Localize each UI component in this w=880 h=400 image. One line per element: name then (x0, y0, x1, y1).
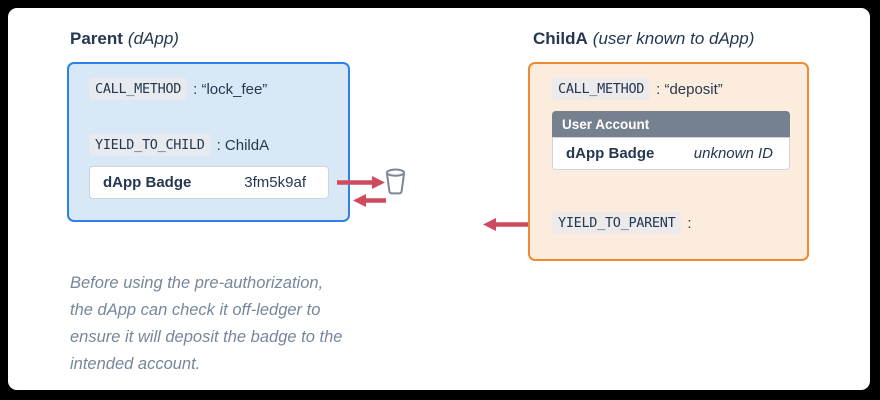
call-method-chip: CALL_METHOD (89, 78, 188, 100)
child-box: CALL_METHOD : “deposit” User Account dAp… (528, 62, 809, 261)
child-call-method-line: CALL_METHOD : “deposit” (552, 78, 723, 100)
parent-box: CALL_METHOD : “lock_fee” YIELD_TO_CHILD … (67, 62, 350, 222)
diagram-canvas: Parent(dApp) CALL_METHOD : “lock_fee” YI… (8, 8, 870, 390)
badge-id: 3fm5k9af (244, 174, 306, 191)
arrow-left-icon (353, 193, 386, 208)
child-title-name: ChildA (533, 29, 588, 48)
badge-label: dApp Badge (103, 174, 192, 191)
parent-badge-row: dApp Badge 3fm5k9af (89, 166, 329, 199)
user-account-label: User Account (562, 116, 650, 132)
parent-call-method-line: CALL_METHOD : “lock_fee” (89, 78, 267, 100)
parent-title: Parent(dApp) (70, 29, 179, 49)
parent-title-name: Parent (70, 29, 123, 48)
yield-to-parent-chip: YIELD_TO_PARENT (552, 212, 682, 234)
call-method-value: : “lock_fee” (193, 80, 268, 98)
yield-to-parent-value: : (687, 214, 692, 232)
arrow-right-icon (337, 175, 385, 190)
call-method-chip: CALL_METHOD (552, 78, 651, 100)
child-yield-line: YIELD_TO_PARENT : (552, 212, 692, 234)
child-title-suffix: (user known to dApp) (592, 29, 755, 48)
badge-label: dApp Badge (566, 145, 655, 162)
call-method-value: : “deposit” (656, 80, 723, 98)
parent-yield-line: YIELD_TO_CHILD : ChildA (89, 134, 269, 156)
child-badge-row: dApp Badge unknown ID (552, 137, 790, 170)
yield-to-child-value: : ChildA (216, 136, 270, 154)
badge-id: unknown ID (693, 145, 773, 162)
child-title: ChildA(user known to dApp) (533, 29, 754, 49)
parent-title-suffix: (dApp) (127, 29, 179, 48)
user-account-header: User Account (552, 111, 790, 137)
arrow-left-icon (483, 217, 528, 232)
yield-to-child-chip: YIELD_TO_CHILD (89, 134, 211, 156)
trash-icon (385, 168, 406, 201)
annotation-note: Before using the pre-authorization, the … (70, 274, 343, 373)
